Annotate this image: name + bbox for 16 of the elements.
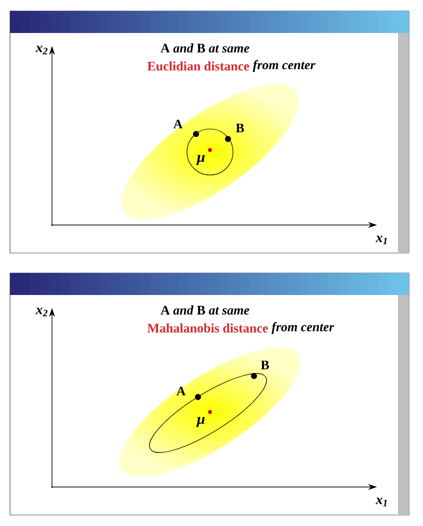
point-label: B bbox=[260, 360, 269, 370]
point-label: B bbox=[236, 124, 244, 132]
point-label: A bbox=[173, 120, 183, 128]
axis-label: x$_{2}$ bbox=[36, 46, 48, 54]
axis-label: x$_{2}$ bbox=[36, 308, 48, 316]
axis-label: x$_{1}$ bbox=[376, 236, 387, 244]
point-label: A bbox=[176, 386, 186, 396]
mean-label: μ bbox=[196, 416, 205, 428]
note-text: from center bbox=[272, 322, 334, 334]
note-text: A and B at same bbox=[160, 305, 250, 315]
note-text: Euclidian distance bbox=[147, 61, 250, 71]
note-text: from center bbox=[252, 60, 316, 72]
note-text: Mahalanobis distance bbox=[147, 323, 268, 333]
note-text: A and B at same bbox=[160, 43, 250, 53]
axis-label: x$_{1}$ bbox=[376, 498, 387, 506]
mean-label: μ bbox=[196, 154, 205, 166]
